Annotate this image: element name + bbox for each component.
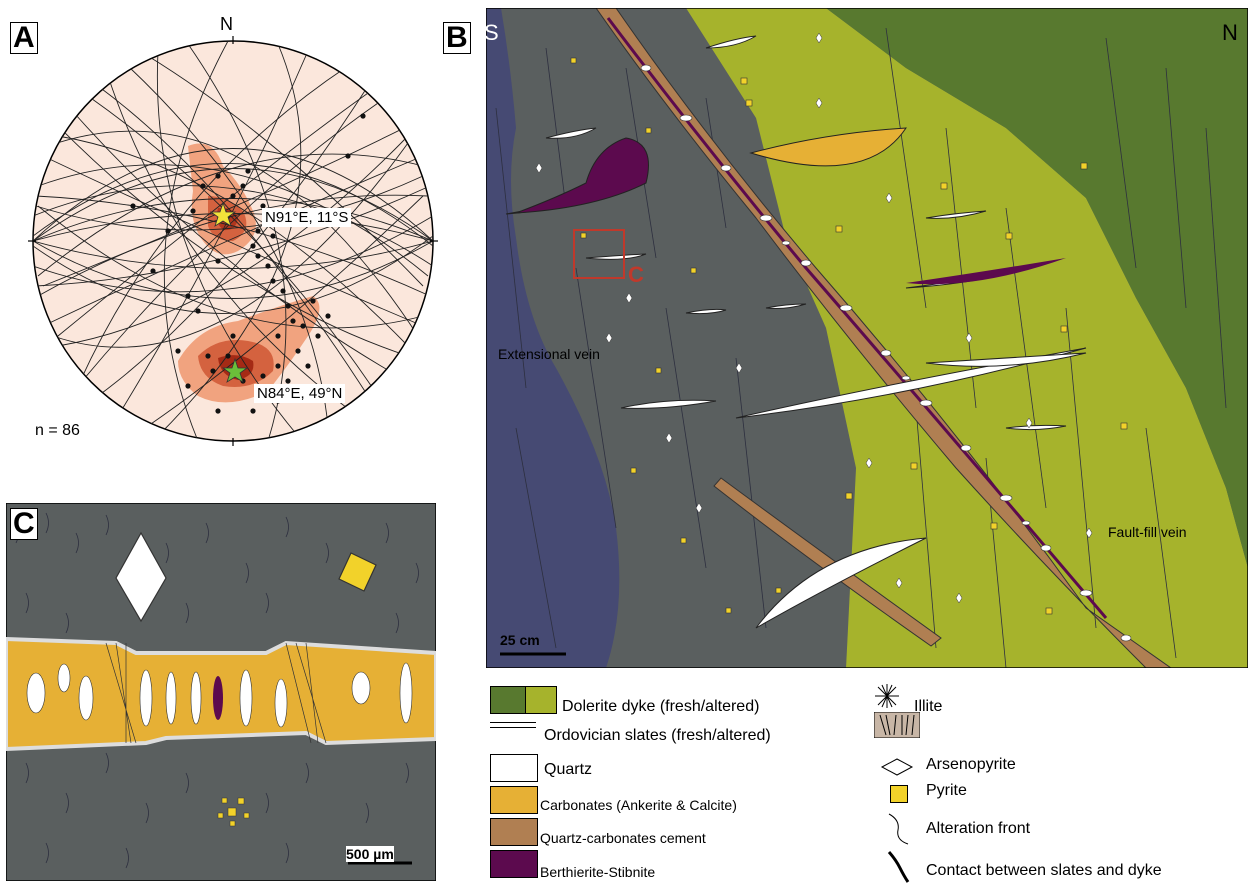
upper-pole-label: N91°E, 11°S — [262, 208, 352, 227]
fresh-dolerite-zone — [826, 8, 1248, 568]
arsenopyrite-crystal — [115, 531, 167, 623]
legend-dolerite: Dolerite dyke (fresh/altered) — [562, 698, 760, 715]
north-label-b: N — [1222, 20, 1238, 45]
legend-swatch-dolerite-fresh — [490, 686, 526, 714]
fault-fill-vein — [595, 8, 1172, 668]
inset-c-label: C — [628, 262, 644, 287]
legend-swatch-dolerite-altered — [525, 686, 557, 714]
fault-fill-vein-label: Fault-fill vein — [1108, 524, 1187, 540]
berthierite-vein — [515, 137, 649, 214]
legend-pyrite: Pyrite — [926, 782, 967, 799]
cleavage-lines — [495, 27, 1227, 668]
legend-swatch-slates-1 — [490, 722, 536, 723]
south-label: S — [484, 20, 499, 45]
pyrite-cluster — [217, 797, 250, 827]
outcrop-sketch — [486, 8, 1248, 668]
panel-c-letter: C — [10, 508, 38, 540]
legend-swatch-quartz — [490, 754, 538, 782]
berthierite-grain-c — [213, 676, 223, 720]
legend-slates: Ordovician slates (fresh/altered) — [544, 727, 771, 744]
legend-carbonates: Carbonates (Ankerite & Calcite) — [540, 797, 737, 813]
extensional-vein-label: Extensional vein — [498, 346, 600, 362]
legend-swatch-qc-cement — [490, 818, 538, 846]
legend-swatch-carbonates — [490, 786, 538, 814]
upper-pole-star — [209, 201, 237, 227]
fault-vein-berthierite-strip — [606, 17, 1108, 619]
stereonet — [28, 36, 438, 446]
legend-swatch-berthierite — [490, 850, 538, 878]
legend-berthierite: Berthierite-Stibnite — [540, 864, 656, 880]
scale-label-c: 500 µm — [346, 846, 394, 862]
illite-fibres-icon — [874, 712, 920, 738]
illite-fans — [105, 642, 327, 744]
extensional-veins — [505, 35, 1087, 629]
legend-swatch-slates-2 — [490, 727, 536, 728]
pyrite-cubes — [570, 57, 1128, 615]
arsenopyrite-grains — [535, 32, 1093, 604]
stereonet-north-label: N — [220, 14, 233, 34]
legend-alteration: Alteration front — [926, 820, 1031, 837]
quartz-inclusions — [26, 662, 413, 728]
micro-sketch — [6, 503, 436, 881]
illite-icon — [875, 684, 899, 708]
panel-b-letter: B — [443, 22, 471, 54]
pyrite-icon — [890, 785, 908, 803]
pole-points — [130, 113, 366, 414]
lower-pole-star — [221, 357, 249, 383]
legend-illite: Illite — [914, 698, 943, 715]
legend-contact: Contact between slates and dyke — [926, 862, 1162, 879]
fault-vein-clasts — [640, 64, 1132, 642]
legend-quartz: Quartz — [544, 761, 593, 778]
berthierite-lens — [906, 258, 1066, 285]
cleavage-ticks — [15, 512, 419, 869]
pyrite-crystal — [338, 552, 377, 592]
alteration-front-icon — [888, 813, 909, 845]
panel-a-letter: A — [10, 22, 38, 54]
secondary-fault-vein — [713, 477, 942, 647]
count-label: n = 86 — [35, 422, 80, 439]
contact-icon — [887, 851, 910, 883]
arsenopyrite-icon — [880, 758, 914, 776]
scale-label-b: 25 cm — [500, 632, 540, 648]
inset-c-box — [573, 229, 625, 279]
legend-arsenopyrite: Arsenopyrite — [926, 756, 1016, 773]
legend-qc-cement: Quartz-carbonates cement — [540, 830, 706, 846]
lower-pole-label: N84°E, 49°N — [254, 384, 346, 403]
